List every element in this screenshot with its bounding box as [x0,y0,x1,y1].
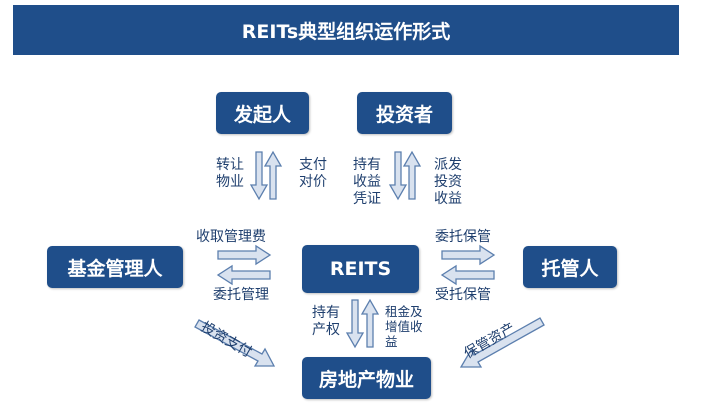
diagram-title: REITs典型组织运作形式 [241,20,451,43]
label-hold-prop-line1: 持有 [312,305,340,321]
label-entrust-custody: 委托保管 [435,229,491,246]
arrow-hold-certificate [388,151,408,201]
node-custodian-label: 托管人 [541,257,599,280]
label-hold-line2: 收益 [353,174,381,190]
node-custodian: 托管人 [523,246,617,288]
label-transfer-line1: 转让 [216,157,244,173]
label-hold-property: 持有 产权 [312,305,340,339]
label-rent-line1: 租金及 [385,304,423,319]
label-entrust-custody-text: 委托保管 [435,229,491,245]
label-dist-line2: 投资 [434,174,462,190]
node-reits: REITS [302,245,419,293]
label-rent-line2: 增值收 [385,319,423,334]
label-rent-line3: 益 [385,334,398,349]
arrow-invest-pay [194,319,276,367]
label-transfer-line2: 物业 [216,174,244,190]
label-hold-certificate: 持有 收益 凭证 [353,157,381,208]
label-entrust-mgmt: 委托管理 [213,287,269,304]
label-dist-line3: 收益 [434,191,462,207]
arrow-custody-asset [459,317,545,368]
label-pay-line1: 支付 [299,157,327,173]
arrow-rent-income [360,298,380,348]
label-mgmt-fee-text: 收取管理费 [196,229,266,245]
label-accept-custody-text: 受托保管 [435,287,491,303]
label-entrust-mgmt-text: 委托管理 [213,287,269,303]
arrow-hold-property [345,299,365,349]
arrow-distribute-income [402,150,422,200]
node-investor: 投资者 [357,92,452,134]
node-reits-label: REITS [329,258,392,280]
arrow-transfer-property [249,151,269,201]
diagram-title-banner: REITs典型组织运作形式 [13,5,679,55]
node-property-label: 房地产物业 [318,368,414,391]
label-transfer-property: 转让 物业 [216,157,244,191]
node-fund-manager: 基金管理人 [47,246,183,288]
label-rent-income: 租金及 增值收 益 [385,304,423,349]
label-distribute-income: 派发 投资 收益 [434,157,462,208]
arrow-entrust-mgmt [216,264,271,286]
node-fund-manager-label: 基金管理人 [67,257,163,280]
arrow-accept-custody [440,264,495,286]
node-sponsor: 发起人 [216,92,309,134]
arrow-payment [263,150,283,200]
arrow-entrust-custody [441,244,496,266]
label-dist-line1: 派发 [434,157,462,173]
node-sponsor-label: 发起人 [233,103,291,126]
node-property: 房地产物业 [302,357,431,399]
label-hold-line1: 持有 [353,157,381,173]
label-hold-prop-line2: 产权 [312,322,340,338]
label-mgmt-fee: 收取管理费 [196,229,266,246]
label-pay-line2: 对价 [299,174,327,190]
label-hold-line3: 凭证 [353,191,381,207]
node-investor-label: 投资者 [375,103,433,126]
label-accept-custody: 受托保管 [435,287,491,304]
arrow-mgmt-fee [217,244,272,266]
label-payment: 支付 对价 [299,157,327,191]
